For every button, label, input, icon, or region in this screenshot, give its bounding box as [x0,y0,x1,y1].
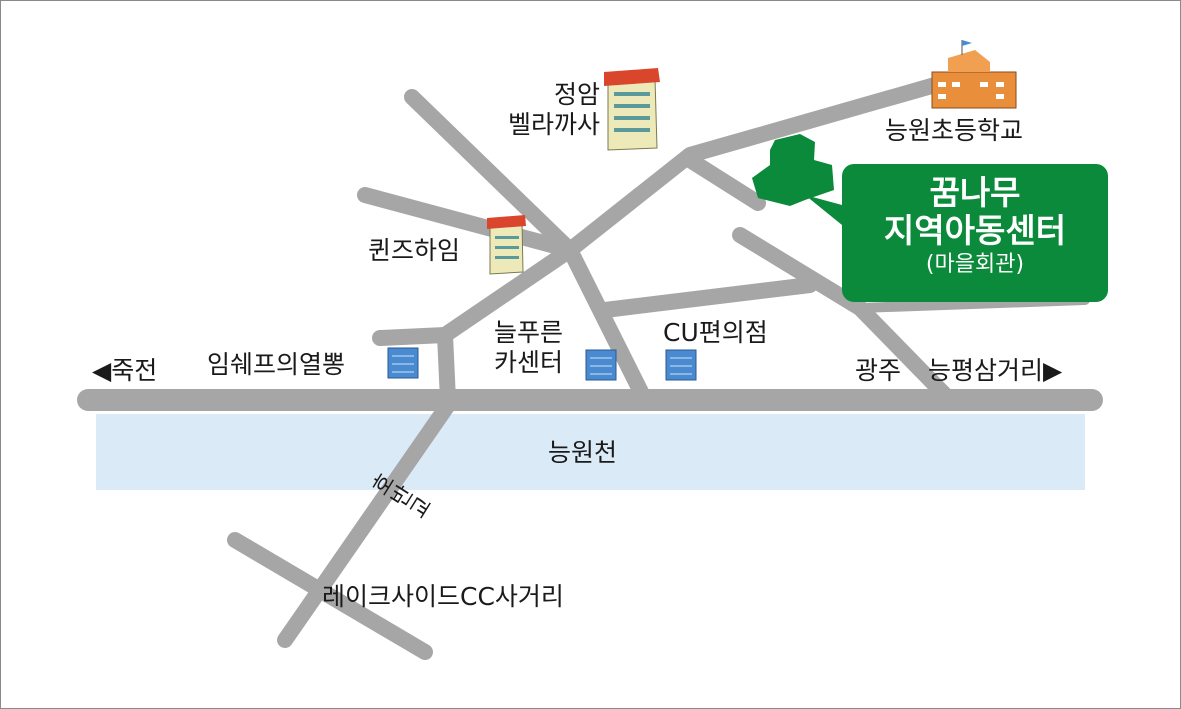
callout-line1: 꿈나무 [929,173,1021,212]
label-school: 능원초등학교 [885,116,1024,145]
label-carcenter-line2: 카센터 [494,348,564,377]
label-river: 능원천 [548,438,618,467]
apartment-icon-queens [487,215,526,275]
community-center-icon [752,134,842,225]
road-center-spur [682,152,766,211]
building-icon-cu [665,349,697,381]
road-imshwe [372,327,453,346]
label-neungpyeong: 능평삼거리▶ [928,356,1063,385]
apartment-icon-jeongam [604,68,660,151]
road-hobangyo [277,397,456,648]
road-lakeside [227,532,433,660]
label-jukjeon: ◀죽전 [92,356,158,385]
label-queens: 퀸즈하임 [368,236,461,265]
label-cu: CU편의점 [663,318,768,347]
river-area [96,414,1085,490]
label-jeongam-line2: 벨라까사 [507,110,600,139]
label-imshwe: 임쉐프의열뽕 [207,350,346,379]
building-icon-imshwe [387,347,419,379]
callout-line2: 지역아동센터 [883,211,1067,250]
label-carcenter-line1: 늘푸른 [494,318,564,347]
road-west [357,187,578,258]
label-lakeside: 레이크사이드CC사거리 [322,582,564,611]
callout-line3: (마을회관) [925,252,1025,277]
destination-callout: 꿈나무 지역아동센터 (마을회관) [842,164,1108,302]
school-icon [931,40,1017,109]
building-icon-carcenter [585,349,617,381]
label-gwangju: 광주 [855,356,902,385]
label-jeongam-line1: 정암 [553,80,600,109]
road-cu [597,277,818,318]
